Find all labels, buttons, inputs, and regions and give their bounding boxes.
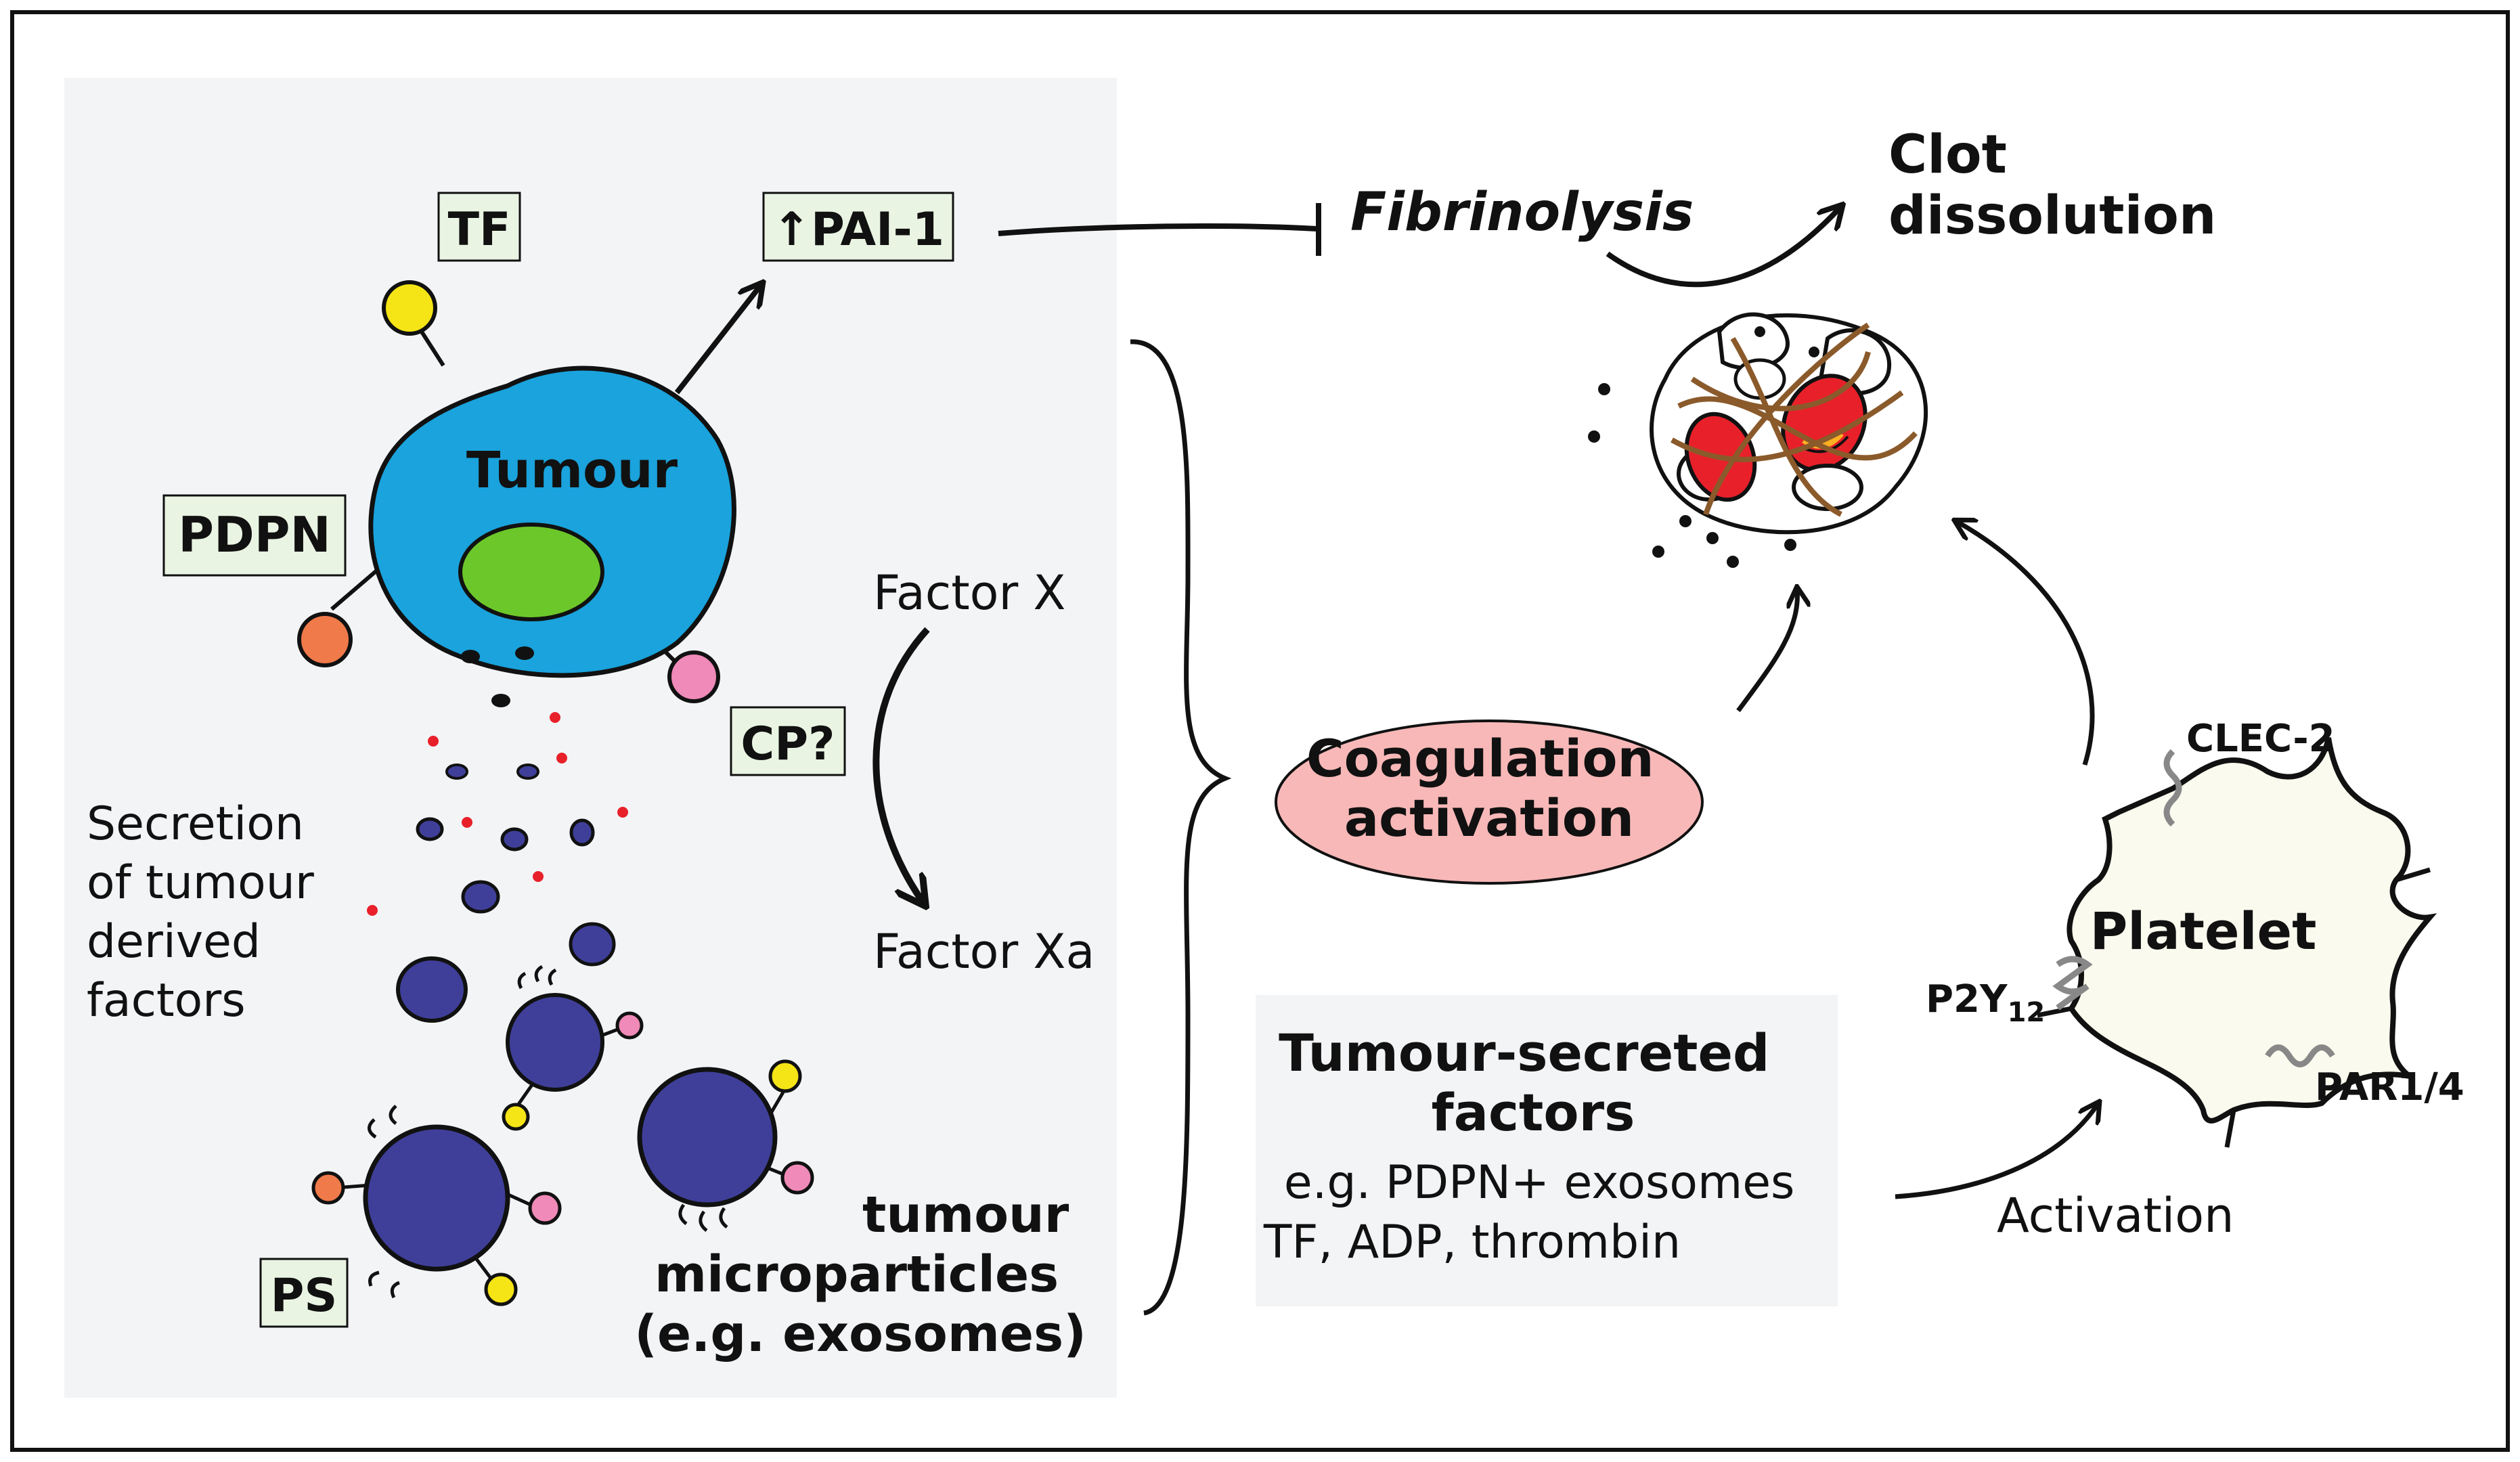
factor-xa-label: Factor Xa: [873, 924, 1095, 979]
secretion-label: Secretion of tumour derived factors: [87, 797, 328, 1027]
exosome-small: [502, 965, 644, 1131]
par14-label: PAR1/4: [2315, 1065, 2464, 1109]
platelet-to-clot-arrow: [1956, 521, 2095, 766]
p2y12-label: P2Y12: [1926, 977, 2045, 1028]
exosome-large-left: [311, 1105, 562, 1306]
tf-receptor: [382, 280, 437, 336]
pai1-arrow: [674, 284, 761, 395]
platelet-label: Platelet: [2090, 901, 2317, 961]
activation-arrow: [1895, 1103, 2098, 1199]
activation-label: Activation: [1997, 1188, 2234, 1243]
svg-text:↑PAI-1: ↑PAI-1: [772, 203, 944, 257]
microparticles-label: tumour microparticles (e.g. exosomes): [634, 1186, 1086, 1363]
tumour-panel: [64, 78, 1117, 1398]
svg-text:PDPN: PDPN: [178, 506, 331, 563]
clec2-label: CLEC-2: [2186, 717, 2335, 761]
clot: [1588, 312, 1928, 568]
nucleus: [458, 523, 604, 621]
tumour-cell: Tumour: [297, 280, 736, 707]
secreted-particles: [367, 712, 628, 1023]
platelet: Platelet: [2037, 737, 2437, 1148]
svg-text:TF: TF: [448, 203, 511, 257]
factor-x-label: Factor X: [873, 565, 1065, 621]
clot-dissolution-label: Clot dissolution: [1888, 125, 2216, 246]
fibrinolysis-label: Fibrinolysis: [1350, 182, 1694, 243]
par14-receptor: [2265, 1044, 2335, 1067]
clec2-receptor: [2163, 749, 2182, 827]
svg-text:PS: PS: [271, 1269, 338, 1323]
tf-label-box: TF: [437, 192, 521, 262]
tumour-label: Tumour: [466, 441, 678, 500]
clot-dissolution-arrow: [1606, 206, 1841, 288]
pdpn-label-box: PDPN: [162, 494, 347, 577]
factor-x-arrow: [872, 627, 927, 904]
svg-text:Coagulation activation: Coagulation activation: [1306, 728, 1672, 848]
p2y12-receptor: [2052, 956, 2093, 1011]
coagulation-to-clot-arrow: [1736, 589, 1797, 713]
svg-text:e.g. PDPN+ exosomes TF,: e.g. PDPN+ exosomes TF, ADP, thrombin: [1263, 1156, 1809, 1269]
pai1-inhibition-line: [998, 223, 1317, 236]
svg-text:Tumour-secreted factors: Tumour-secreted factors: [1279, 1023, 1788, 1143]
exosome-large-right: [637, 1059, 814, 1232]
ps-label-box: PS: [259, 1258, 349, 1328]
tumour-secreted-box: Tumour-secreted factors e.g. PDPN+ exoso…: [1256, 995, 1838, 1306]
pdpn-receptor: [297, 612, 353, 667]
cp-receptor: [667, 650, 720, 703]
cp-label-box: CP?: [730, 706, 846, 776]
coagulation-activation: Coagulation activation: [1275, 719, 1704, 885]
curly-brace: [1130, 339, 1232, 1316]
svg-text:CP?: CP?: [740, 717, 835, 771]
pai1-label-box: ↑PAI-1: [762, 192, 954, 262]
